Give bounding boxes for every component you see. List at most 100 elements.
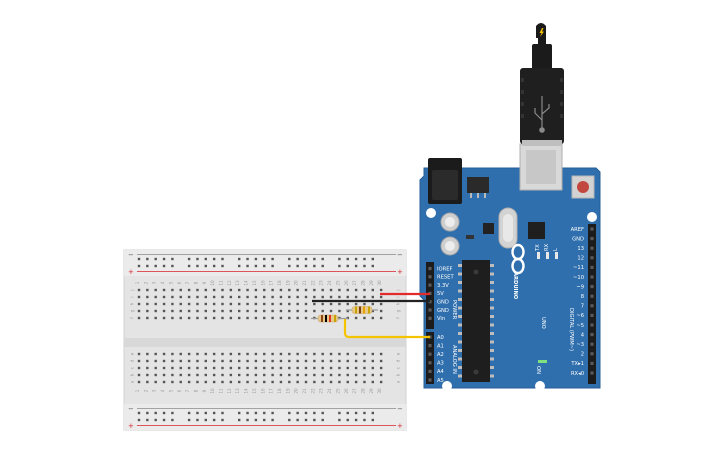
breadboard-hole[interactable] <box>313 295 316 299</box>
breadboard-hole[interactable] <box>254 316 258 320</box>
rail-hole[interactable] <box>246 411 249 415</box>
breadboard-hole[interactable] <box>263 373 266 377</box>
rail-hole[interactable] <box>146 411 149 415</box>
breadboard-hole[interactable] <box>179 359 182 363</box>
breadboard-hole[interactable] <box>196 316 199 320</box>
arduino-uno-board[interactable]: TX RX L ARDUINO UNO ON IOREFRESET3.3V5VG… <box>419 143 601 391</box>
breadboard-hole[interactable] <box>171 380 174 384</box>
breadboard-hole[interactable] <box>212 302 216 306</box>
breadboard-hole[interactable] <box>171 352 174 356</box>
rail-hole[interactable] <box>162 257 166 261</box>
breadboard-hole[interactable] <box>212 309 216 313</box>
rail-hole[interactable] <box>288 257 291 261</box>
breadboard-hole[interactable] <box>338 288 341 292</box>
breadboard-hole[interactable] <box>371 366 374 370</box>
breadboard-hole[interactable] <box>254 288 258 292</box>
rail-hole[interactable] <box>363 418 366 422</box>
breadboard-hole[interactable] <box>371 309 374 313</box>
breadboard-hole[interactable] <box>212 380 216 384</box>
breadboard-hole[interactable] <box>371 316 374 320</box>
breadboard-hole[interactable] <box>279 309 283 313</box>
breadboard-hole[interactable] <box>137 380 141 384</box>
breadboard-hole[interactable] <box>246 309 249 313</box>
breadboard-hole[interactable] <box>279 316 283 320</box>
breadboard-hole[interactable] <box>187 373 191 377</box>
rail-hole[interactable] <box>238 264 241 268</box>
breadboard-hole[interactable] <box>304 309 308 313</box>
breadboard-hole[interactable] <box>279 302 283 306</box>
breadboard-hole[interactable] <box>379 366 383 370</box>
breadboard-hole[interactable] <box>154 309 157 313</box>
breadboard-hole[interactable] <box>296 380 299 384</box>
breadboard-hole[interactable] <box>137 288 141 292</box>
breadboard-hole[interactable] <box>204 359 207 363</box>
header-pin[interactable] <box>590 294 594 298</box>
breadboard-hole[interactable] <box>146 366 149 370</box>
breadboard-hole[interactable] <box>329 366 333 370</box>
breadboard-hole[interactable] <box>354 380 358 384</box>
breadboard-hole[interactable] <box>288 380 291 384</box>
breadboard-hole[interactable] <box>371 295 374 299</box>
breadboard-hole[interactable] <box>187 288 191 292</box>
header-pin[interactable] <box>590 246 594 250</box>
breadboard-hole[interactable] <box>371 302 374 306</box>
breadboard-hole[interactable] <box>246 316 249 320</box>
header-pin[interactable] <box>428 266 432 271</box>
breadboard-hole[interactable] <box>196 366 199 370</box>
breadboard-hole[interactable] <box>162 373 166 377</box>
breadboard-hole[interactable] <box>229 295 233 299</box>
rail-hole[interactable] <box>254 411 258 415</box>
rail-hole[interactable] <box>154 418 157 422</box>
breadboard-hole[interactable] <box>254 366 258 370</box>
rail-hole[interactable] <box>271 264 274 268</box>
header-pin[interactable] <box>428 316 432 320</box>
rail-hole[interactable] <box>271 257 274 261</box>
breadboard-hole[interactable] <box>271 366 274 370</box>
rail-hole[interactable] <box>187 418 191 422</box>
breadboard-hole[interactable] <box>154 380 157 384</box>
rail-hole[interactable] <box>354 411 358 415</box>
breadboard-hole[interactable] <box>371 359 374 363</box>
rail-hole[interactable] <box>254 257 258 261</box>
breadboard-hole[interactable] <box>338 359 341 363</box>
rail-hole[interactable] <box>137 418 141 422</box>
breadboard-hole[interactable] <box>321 380 324 384</box>
rail-hole[interactable] <box>196 264 199 268</box>
header-pin[interactable] <box>428 308 432 312</box>
header-pin[interactable] <box>428 344 432 348</box>
rail-hole[interactable] <box>212 264 216 268</box>
rail-hole[interactable] <box>288 411 291 415</box>
header-pin[interactable] <box>428 283 432 287</box>
breadboard-hole[interactable] <box>288 373 291 377</box>
breadboard-hole[interactable] <box>137 373 141 377</box>
breadboard-hole[interactable] <box>221 309 224 313</box>
breadboard-hole[interactable] <box>321 288 324 292</box>
breadboard-hole[interactable] <box>162 309 166 313</box>
rail-hole[interactable] <box>254 264 258 268</box>
breadboard-hole[interactable] <box>171 316 174 320</box>
rail-hole[interactable] <box>221 411 224 415</box>
breadboard-hole[interactable] <box>363 288 366 292</box>
breadboard-hole[interactable] <box>379 295 383 299</box>
breadboard-hole[interactable] <box>146 316 149 320</box>
rail-hole[interactable] <box>263 411 266 415</box>
breadboard-hole[interactable] <box>321 295 324 299</box>
breadboard-hole[interactable] <box>271 316 274 320</box>
breadboard-hole[interactable] <box>329 295 333 299</box>
breadboard-hole[interactable] <box>304 373 308 377</box>
breadboard-hole[interactable] <box>162 366 166 370</box>
rail-hole[interactable] <box>171 264 174 268</box>
rail-hole[interactable] <box>196 257 199 261</box>
breadboard-hole[interactable] <box>346 366 349 370</box>
breadboard-hole[interactable] <box>162 302 166 306</box>
breadboard-hole[interactable] <box>254 302 258 306</box>
breadboard-hole[interactable] <box>329 302 333 306</box>
breadboard-hole[interactable] <box>288 288 291 292</box>
rail-hole[interactable] <box>146 264 149 268</box>
breadboard-hole[interactable] <box>229 373 233 377</box>
breadboard-hole[interactable] <box>229 316 233 320</box>
breadboard-hole[interactable] <box>329 359 333 363</box>
breadboard-hole[interactable] <box>137 309 141 313</box>
header-pin[interactable] <box>590 313 594 317</box>
rail-hole[interactable] <box>196 411 199 415</box>
